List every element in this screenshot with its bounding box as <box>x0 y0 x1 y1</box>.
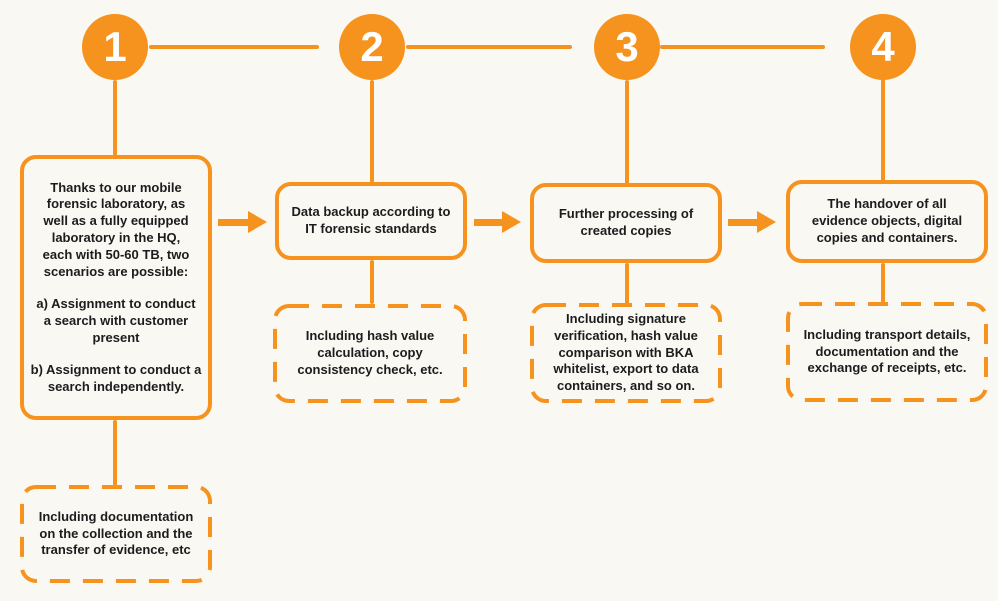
connector-line-badge1-box1 <box>113 80 117 156</box>
step-1-number: 1 <box>103 23 127 70</box>
connector-line-step2-step3 <box>406 45 572 49</box>
arrow-head <box>248 211 267 233</box>
step-3-number: 3 <box>615 23 639 70</box>
step-2-detail-box: Including hash value calculation, copy c… <box>273 304 467 403</box>
step-4-main-text: The handover of all evidence objects, di… <box>811 196 963 245</box>
step-1-detail-text: Including documentation on the collectio… <box>38 508 194 558</box>
step-4-number: 4 <box>871 23 895 70</box>
dashed-border <box>530 303 722 403</box>
step-2-main-box: Data backup according to IT forensic sta… <box>275 182 467 260</box>
step-1-main-box: Thanks to our mobile forensic laboratory… <box>20 155 212 420</box>
step-2-detail-text: Including hash value calculation, copy c… <box>297 328 443 377</box>
step-3-badge: 3 <box>594 14 660 80</box>
step-3-detail-box: Including signature verification, hash v… <box>530 303 722 403</box>
connector-line-badge3-box3 <box>625 80 629 184</box>
dashed-border <box>786 302 988 402</box>
step-4-detail-text: Including transport details, documentati… <box>803 326 971 376</box>
arrow-right-icon <box>474 211 521 233</box>
arrow-shaft <box>728 218 757 226</box>
step-4-main-box: The handover of all evidence objects, di… <box>786 180 988 263</box>
arrow-right-icon <box>728 211 776 233</box>
connector-line-box3-detail3 <box>625 263 629 304</box>
step-1-badge: 1 <box>82 14 148 80</box>
arrow-right-icon <box>218 211 267 233</box>
connector-line-badge2-box2 <box>370 80 374 183</box>
arrow-shaft <box>474 218 502 226</box>
step-4-detail-box: Including transport details, documentati… <box>786 302 988 402</box>
connector-line-box1-detail1 <box>113 420 117 486</box>
connector-line-step3-step4 <box>660 45 825 49</box>
connector-line-box2-detail2 <box>370 260 374 304</box>
arrow-head <box>757 211 776 233</box>
connector-line-badge4-box4 <box>881 78 885 181</box>
step-3-detail-text: Including signature verification, hash v… <box>553 310 699 394</box>
step-1-main-text: Thanks to our mobile forensic laboratory… <box>42 179 190 280</box>
step-2-badge: 2 <box>339 14 405 80</box>
arrow-head <box>502 211 521 233</box>
step-2-main-text: Data backup according to IT forensic sta… <box>291 204 451 236</box>
dashed-border <box>20 485 212 583</box>
connector-line-step1-step2 <box>149 45 319 49</box>
step-3-main-text: Further processing of created copies <box>558 206 694 238</box>
dashed-border <box>273 304 467 403</box>
step-1-scenario-a-text: a) Assignment to conduct a search with c… <box>36 295 196 345</box>
step-4-badge: 4 <box>850 14 916 80</box>
step-1-scenario-b-text: b) Assignment to conduct a search indepe… <box>30 361 202 394</box>
step-2-number: 2 <box>360 23 384 70</box>
step-3-main-box: Further processing of created copies <box>530 183 722 263</box>
connector-line-box4-detail4 <box>881 263 885 303</box>
step-1-detail-box: Including documentation on the collectio… <box>20 485 212 583</box>
arrow-shaft <box>218 218 248 226</box>
